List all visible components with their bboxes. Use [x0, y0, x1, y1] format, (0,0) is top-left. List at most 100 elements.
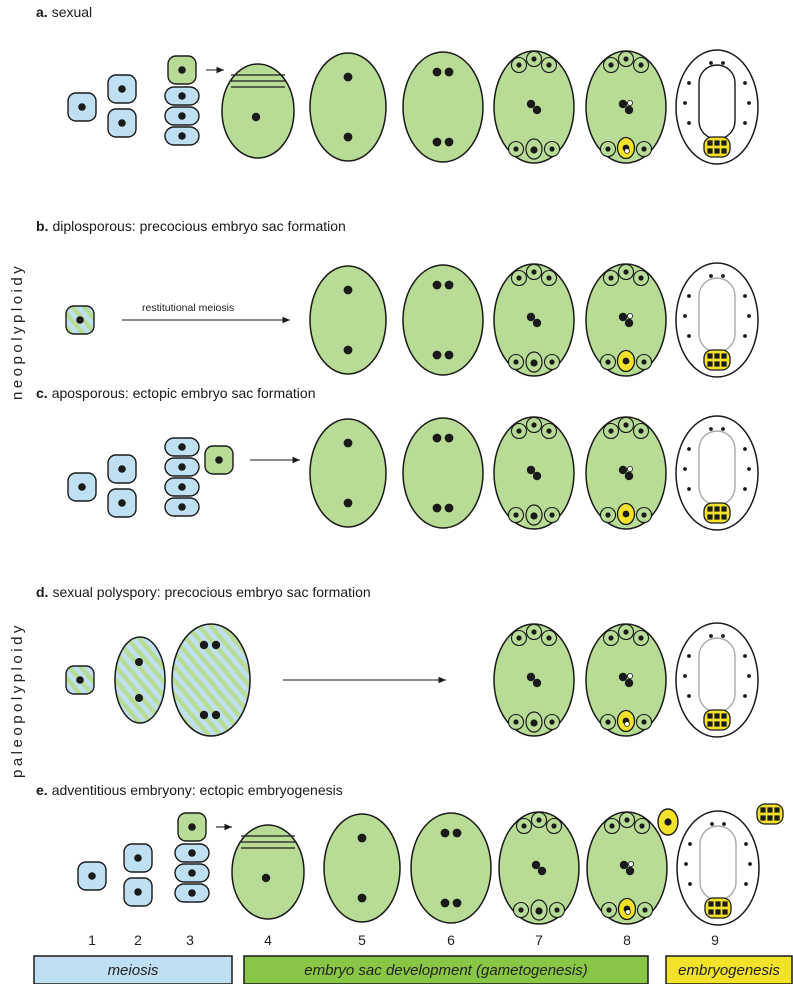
e-stage8-sac-antipodal-2-nucleus — [624, 817, 629, 822]
a-stage9-seed-embryo-cell-4 — [714, 148, 720, 154]
d-stage9-seed-endosperm-nucleus-4 — [683, 674, 687, 678]
a-stage9-seed-embryo-cell-2 — [721, 140, 727, 146]
stage-3-number: 3 — [186, 932, 194, 948]
b-stage9-seed-endosperm-nucleus-3 — [743, 294, 747, 298]
c-stage9-seed-embryo-cell-5 — [721, 514, 727, 520]
c-stage1-cell-nucleus — [78, 483, 86, 491]
e-stage3-functional-megaspore-nucleus — [188, 823, 196, 831]
e-stage9-seed-endosperm-nucleus-6 — [688, 882, 692, 886]
e-stage2-cell-bottom-nucleus — [134, 888, 142, 896]
c-stage7-sac-polar-nucleus-2 — [533, 472, 541, 480]
b-stage9-seed-embryo — [704, 350, 730, 370]
row-a-title: a.sexual — [36, 4, 92, 20]
c-aposporous-initial-nucleus — [215, 456, 223, 464]
b-stage7-sac-polar-nucleus-1 — [527, 313, 535, 321]
c-stage9-seed-embryo-cell-0 — [707, 506, 713, 512]
e-stage9-seed-embryo — [705, 898, 731, 918]
c-stage5-sac-top-nucleus — [344, 439, 353, 448]
d-stage8-sac-polar-nucleus-1 — [619, 673, 627, 681]
e-stage6-sac-nucleus-1 — [441, 829, 450, 838]
a-stage9-seed-endosperm-nucleus-6 — [687, 121, 691, 125]
e-stage8-sac-polar-nucleus-2 — [626, 867, 634, 875]
b-stage8-sac-central-sperm-nucleus — [627, 313, 632, 318]
e-stage9-seed-endosperm-nucleus-3 — [744, 842, 748, 846]
d-stage3-tetrad — [172, 624, 250, 736]
a-stage9-seed-endosperm-nucleus-5 — [747, 101, 751, 105]
a-stage7-sac-synergid-2-nucleus — [549, 146, 554, 151]
paleopolyploidy-label: paleopolyploidy — [9, 622, 26, 778]
a-stage9-seed-endosperm-nucleus-3 — [743, 81, 747, 85]
e-stage9-seed-endosperm-nucleus-1 — [722, 822, 726, 826]
restitutional-meiosis-label: restitutional meiosis — [142, 302, 234, 314]
a-stage6-sac-nucleus-2 — [445, 68, 454, 77]
b-stage7-sac-polar-nucleus-2 — [533, 319, 541, 327]
a-stage9-seed-embryo-cell-5 — [721, 148, 727, 154]
row-c-title: c.aposporous: ectopic embryo sac formati… — [36, 385, 316, 401]
d-stage8-sac-antipodal-2-nucleus — [623, 629, 628, 634]
row-a-label: sexual — [52, 4, 92, 20]
c-stage9-seed-embryo-cell-3 — [707, 514, 713, 520]
legend-meiosis-label: meiosis — [108, 962, 159, 979]
a-stage7-sac-antipodal-3-nucleus — [546, 62, 551, 67]
b-stage6-sac — [403, 265, 483, 375]
c-stage7-sac-polar-nucleus-1 — [527, 466, 535, 474]
c-stage3-megaspore-2-nucleus — [178, 463, 186, 471]
d-stage8-sac-synergid-1-nucleus — [605, 719, 610, 724]
b-stage9-seed-endosperm-nucleus-0 — [709, 274, 713, 278]
d-stage9-seed-endosperm-nucleus-7 — [743, 694, 747, 698]
row-c-letter: c. — [36, 385, 48, 401]
b-stage9-seed-embryo-cell-3 — [707, 361, 713, 367]
stage-7-number: 7 — [535, 932, 543, 948]
b-stage9-seed-endosperm-nucleus-6 — [687, 334, 691, 338]
a-stage6-sac-nucleus-1 — [433, 68, 442, 77]
a-stage7-sac-polar-nucleus-1 — [527, 100, 535, 108]
d-stage9-seed-embryo-cell-0 — [707, 713, 713, 719]
a-stage2-cell-bottom-nucleus — [118, 119, 126, 127]
b-stage8-sac-egg-nucleus — [623, 358, 630, 365]
c-stage6-sac-nucleus-3 — [433, 504, 442, 513]
e-stage5-sac — [324, 814, 400, 922]
d-stage9-seed-endosperm-nucleus-2 — [687, 654, 691, 658]
e-adventitious-embryo-cell-5 — [774, 815, 780, 821]
a-stage9-seed-endosperm-nucleus-1 — [721, 61, 725, 65]
c-stage9-seed-endosperm-nucleus-3 — [743, 447, 747, 451]
stage-9-number: 9 — [711, 932, 719, 948]
stage-2-number: 2 — [134, 932, 142, 948]
e-adventitious-embryo-cell-2 — [774, 807, 780, 813]
c-stage9-seed-embryo-cell-2 — [721, 506, 727, 512]
c-stage7-sac-antipodal-2-nucleus — [531, 422, 536, 427]
e-stage1-cell-nucleus — [88, 872, 96, 880]
d-stage7-sac-synergid-1-nucleus — [513, 719, 518, 724]
b-stage9-seed-endosperm-nucleus-4 — [683, 314, 687, 318]
e-stage4-sac — [232, 825, 304, 919]
d-stage9-seed-embryo-cell-3 — [707, 721, 713, 727]
stage-6-number: 6 — [447, 932, 455, 948]
row-d-letter: d. — [36, 584, 48, 600]
c-stage8-sac-antipodal-1-nucleus — [608, 428, 613, 433]
e-stage8-sac-synergid-2-nucleus — [642, 907, 647, 912]
d-stage7-sac-antipodal-3-nucleus — [546, 635, 551, 640]
e-stage2-cell-top-nucleus — [134, 854, 142, 862]
d-stage9-seed-endosperm-nucleus-6 — [687, 694, 691, 698]
a-stage2-cell-top-nucleus — [118, 85, 126, 93]
b-stage7-sac-antipodal-3-nucleus — [546, 275, 551, 280]
e-stage3-degenerate-1-nucleus — [188, 849, 196, 857]
d-stage7-sac-antipodal-1-nucleus — [516, 635, 521, 640]
c-stage7-sac-antipodal-3-nucleus — [546, 428, 551, 433]
c-stage9-seed-endosperm-nucleus-5 — [747, 467, 751, 471]
d-stage7-sac-antipodal-2-nucleus — [531, 629, 536, 634]
e-stage8-sac-sperm-nucleus — [626, 910, 631, 915]
stage-5-number: 5 — [358, 932, 366, 948]
e-stage4-sac-nucleus — [262, 874, 270, 882]
a-stage3-degenerate-2-nucleus — [178, 112, 186, 120]
b-stage9-seed-embryo-cell-5 — [721, 361, 727, 367]
a-stage9-seed-embryo — [704, 137, 730, 157]
e-stage9-seed-embryo-cell-5 — [722, 909, 728, 915]
b-stage9-seed-embryo-cell-4 — [714, 361, 720, 367]
d-stage7-sac-synergid-2-nucleus — [549, 719, 554, 724]
row-a-letter: a. — [36, 4, 48, 20]
d-stage8-sac-antipodal-3-nucleus — [638, 635, 643, 640]
c-stage9-seed-endosperm-nucleus-6 — [687, 487, 691, 491]
c-stage9-seed-endosperm-nucleus-2 — [687, 447, 691, 451]
c-stage6-sac-nucleus-2 — [445, 434, 454, 443]
